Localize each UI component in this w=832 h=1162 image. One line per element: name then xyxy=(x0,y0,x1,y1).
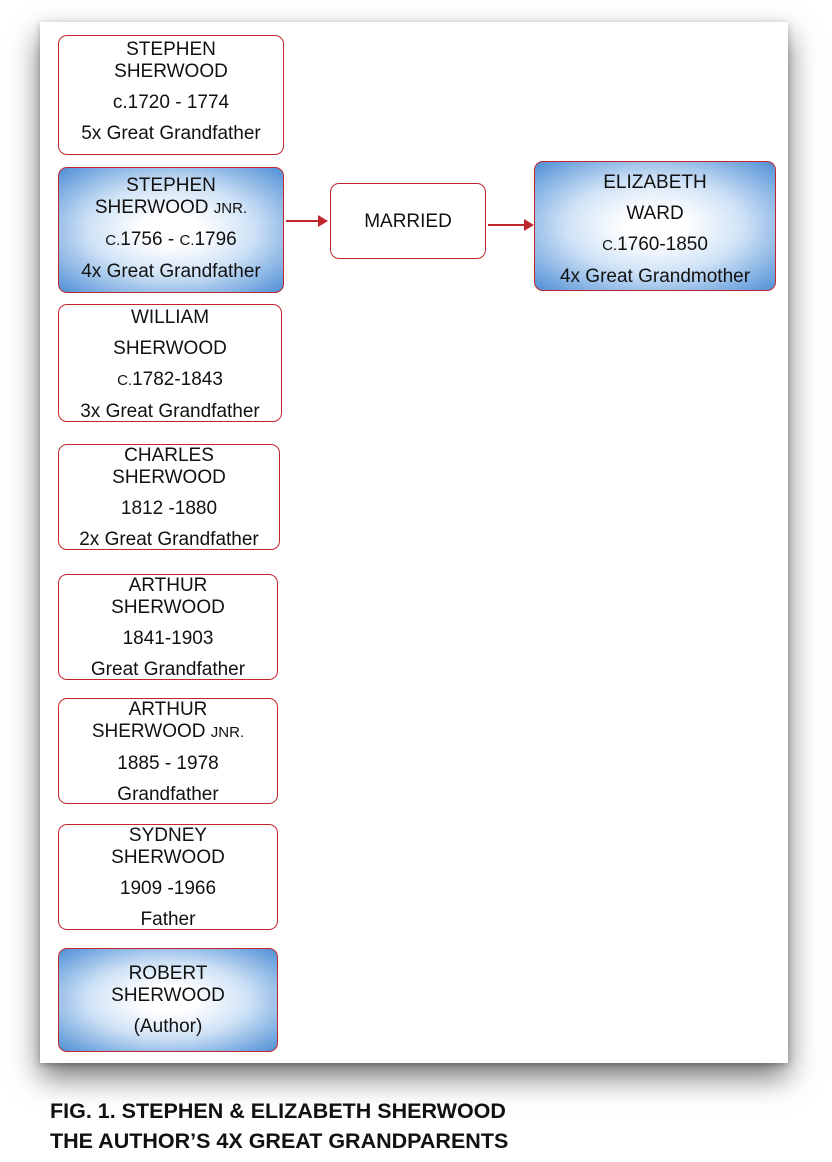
person-relation: Grandfather xyxy=(117,784,219,805)
person-relation: Father xyxy=(140,909,196,930)
person-surname: SHERWOOD JNR. xyxy=(91,721,245,742)
diagram-sheet: STEPHEN SHERWOOD c.1720 - 1774 5x Great … xyxy=(40,22,788,1063)
arrow-to-spouse xyxy=(488,219,534,231)
person-relation: 2x Great Grandfather xyxy=(79,529,259,550)
caption-line-2: THE AUTHOR’S 4X GREAT GRANDPARENTS xyxy=(50,1129,509,1153)
person-relation: Great Grandfather xyxy=(90,659,246,680)
person-box-stephen-sherwood: STEPHEN SHERWOOD c.1720 - 1774 5x Great … xyxy=(58,35,284,155)
person-surname: SHERWOOD xyxy=(111,597,225,618)
spouse-relation: 4x Great Grandmother xyxy=(559,266,751,287)
married-label: MARRIED xyxy=(364,211,452,232)
person-given-name: CHARLES xyxy=(124,445,214,466)
person-box-stephen-sherwood-jnr: STEPHEN SHERWOOD JNR. C.1756 - C.1796 4x… xyxy=(58,167,284,293)
person-box-arthur-sherwood: ARTHUR SHERWOOD 1841-1903 Great Grandfat… xyxy=(58,574,278,680)
person-given-name: SYDNEY xyxy=(128,825,208,846)
person-relation: 3x Great Grandfather xyxy=(80,401,260,422)
person-box-sydney-sherwood: SYDNEY SHERWOOD 1909 -1966 Father xyxy=(58,824,278,930)
person-surname: SHERWOOD xyxy=(111,985,225,1006)
person-dates: C.1782-1843 xyxy=(117,369,223,390)
person-given-name: ARTHUR xyxy=(128,575,208,596)
person-surname: SHERWOOD xyxy=(111,847,225,868)
person-relation: 5x Great Grandfather xyxy=(81,123,261,144)
person-given-name: ARTHUR xyxy=(128,699,208,720)
arrow-to-married xyxy=(286,215,328,227)
person-surname: SHERWOOD xyxy=(114,61,228,82)
caption-line-1: FIG. 1. STEPHEN & ELIZABETH SHERWOOD xyxy=(50,1099,506,1123)
person-dates: 1909 -1966 xyxy=(119,878,217,899)
person-dates: 1841-1903 xyxy=(122,628,214,649)
person-dates: c.1720 - 1774 xyxy=(112,92,230,113)
person-given-name: WILLIAM xyxy=(130,307,210,328)
person-given-name: ROBERT xyxy=(128,963,208,984)
person-note: (Author) xyxy=(133,1016,203,1037)
spouse-surname: WARD xyxy=(626,203,684,224)
person-dates: 1885 - 1978 xyxy=(117,753,219,774)
person-surname: SHERWOOD xyxy=(113,338,227,359)
person-box-robert-sherwood: ROBERT SHERWOOD (Author) xyxy=(58,948,278,1052)
person-box-arthur-sherwood-jnr: ARTHUR SHERWOOD JNR. 1885 - 1978 Grandfa… xyxy=(58,698,278,805)
spouse-dates: C.1760-1850 xyxy=(602,234,708,255)
person-surname: SHERWOOD JNR. xyxy=(94,197,248,218)
married-box: MARRIED xyxy=(330,183,486,259)
person-box-charles-sherwood: CHARLES SHERWOOD 1812 -1880 2x Great Gra… xyxy=(58,444,280,550)
figure-caption: FIG. 1. STEPHEN & ELIZABETH SHERWOOD THE… xyxy=(50,1096,508,1156)
spouse-box-elizabeth-ward: ELIZABETH WARD C.1760-1850 4x Great Gran… xyxy=(534,161,776,291)
spouse-given-name: ELIZABETH xyxy=(603,172,707,193)
person-surname: SHERWOOD xyxy=(112,467,226,488)
person-dates: 1812 -1880 xyxy=(120,498,218,519)
person-given-name: STEPHEN xyxy=(126,175,216,196)
person-relation: 4x Great Grandfather xyxy=(81,261,261,282)
person-given-name: STEPHEN xyxy=(126,39,216,60)
person-dates: C.1756 - C.1796 xyxy=(105,229,237,250)
person-box-william-sherwood: WILLIAM SHERWOOD C.1782-1843 3x Great Gr… xyxy=(58,304,282,422)
